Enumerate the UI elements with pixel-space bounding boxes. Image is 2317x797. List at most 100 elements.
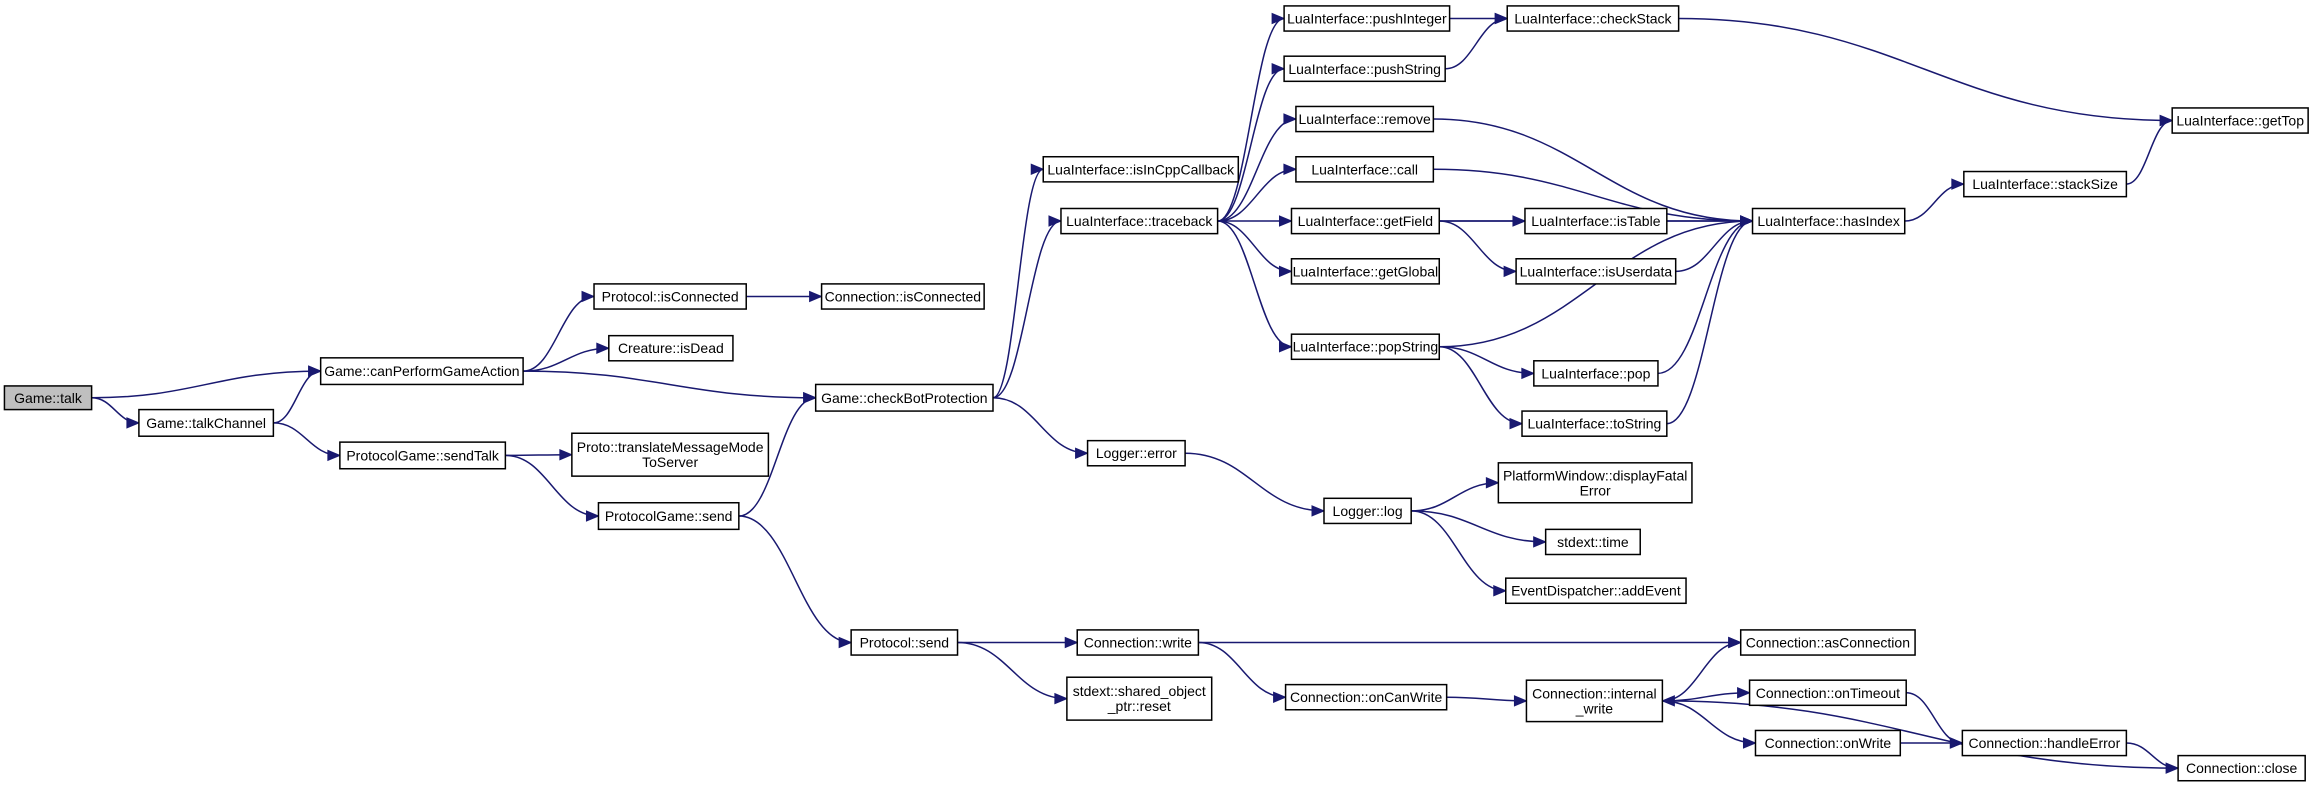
- node-logger-error[interactable]: Logger::error: [1086, 439, 1186, 467]
- node-box: [814, 383, 994, 412]
- node-pg-send[interactable]: ProtocolGame::send: [597, 501, 740, 531]
- node-remove[interactable]: LuaInterface::remove: [1295, 105, 1435, 133]
- edge-conn-write-to-on-can-write: [1198, 641, 1287, 703]
- node-box: [2177, 754, 2306, 782]
- node-on-can-write[interactable]: Connection::onCanWrite: [1284, 683, 1448, 711]
- node-talk-channel[interactable]: Game::talkChannel: [138, 408, 275, 437]
- node-label: LuaInterface::isTable: [1531, 213, 1660, 229]
- edge-traceback-to-pop-string: [1217, 220, 1293, 353]
- node-label: LuaInterface::getField: [1298, 213, 1433, 229]
- node-can-perform[interactable]: Game::canPerformGameAction: [319, 357, 524, 386]
- node-box: [1295, 155, 1435, 183]
- node-get-field[interactable]: LuaInterface::getField: [1290, 207, 1441, 235]
- edge-logger-log-to-add-event: [1411, 510, 1508, 597]
- node-is-dead[interactable]: Creature::isDead: [608, 334, 734, 362]
- node-shared-reset[interactable]: stdext::shared_object_ptr::reset: [1066, 676, 1213, 721]
- node-send-talk[interactable]: ProtocolGame::sendTalk: [339, 441, 507, 470]
- node-label: LuaInterface::remove: [1298, 111, 1431, 127]
- node-is-in-cpp[interactable]: LuaInterface::isInCppCallback: [1042, 155, 1240, 183]
- node-has-index[interactable]: LuaInterface::hasIndex: [1751, 207, 1906, 235]
- node-push-string[interactable]: LuaInterface::pushString: [1283, 55, 1446, 83]
- node-is-table[interactable]: LuaInterface::isTable: [1524, 207, 1668, 235]
- arrowhead-icon: [1075, 447, 1089, 459]
- node-on-timeout[interactable]: Connection::onTimeout: [1748, 679, 1907, 707]
- edge-check-stack-to-get-top: [1678, 17, 2174, 127]
- node-box: [1076, 629, 1200, 656]
- node-get-top[interactable]: LuaInterface::getTop: [2171, 107, 2309, 134]
- node-talk[interactable]: Game::talk: [3, 385, 93, 411]
- arrowhead-icon: [1271, 63, 1286, 75]
- node-proto-is-connected[interactable]: Protocol::isConnected: [593, 283, 747, 310]
- node-box: [1323, 497, 1412, 525]
- edge-line: [1657, 220, 1753, 375]
- node-on-write[interactable]: Connection::onWrite: [1754, 729, 1902, 757]
- node-box: [1505, 577, 1687, 605]
- node-pop-string[interactable]: LuaInterface::popString: [1290, 333, 1441, 361]
- arrowhead-icon: [803, 392, 817, 404]
- node-box: [319, 357, 524, 386]
- node-label: LuaInterface::getGlobal: [1293, 263, 1439, 279]
- edge-line: [1217, 220, 1292, 273]
- edge-line: [1411, 510, 1506, 592]
- node-internal-write[interactable]: Connection::internal_write: [1525, 679, 1664, 723]
- node-conn-close[interactable]: Connection::close: [2177, 754, 2306, 782]
- node-stack-size[interactable]: LuaInterface::stackSize: [1963, 170, 2128, 198]
- node-call[interactable]: LuaInterface::call: [1295, 155, 1435, 183]
- node-as-connection[interactable]: Connection::asConnection: [1739, 629, 1916, 656]
- node-box: [850, 629, 959, 656]
- node-pop[interactable]: LuaInterface::pop: [1533, 360, 1659, 387]
- edge-internal-write-to-as-connection: [1662, 636, 1743, 702]
- node-check-stack[interactable]: LuaInterface::checkStack: [1506, 5, 1680, 32]
- node-box: [1754, 729, 1902, 757]
- node-conn-write[interactable]: Connection::write: [1076, 629, 1200, 656]
- edge-line: [523, 370, 816, 399]
- edge-to-string-to-has-index: [1666, 215, 1754, 425]
- node-label: LuaInterface::isUserdata: [1520, 263, 1673, 279]
- arrowhead-icon: [1742, 737, 1757, 749]
- node-push-integer[interactable]: LuaInterface::pushInteger: [1283, 5, 1451, 32]
- edge-traceback-to-get-field: [1217, 215, 1293, 227]
- node-proto-send[interactable]: Protocol::send: [850, 629, 959, 656]
- arrowhead-icon: [1064, 636, 1079, 649]
- node-is-userdata[interactable]: LuaInterface::isUserdata: [1515, 258, 1677, 285]
- node-to-string[interactable]: LuaInterface::toString: [1521, 410, 1668, 437]
- node-add-event[interactable]: EventDispatcher::addEvent: [1505, 577, 1687, 605]
- arrowhead-icon: [1278, 340, 1293, 353]
- node-box: [820, 283, 985, 310]
- edge-line: [1662, 700, 1756, 744]
- node-check-bot[interactable]: Game::checkBotProtection: [814, 383, 994, 412]
- node-box: [1066, 676, 1213, 721]
- node-get-global[interactable]: LuaInterface::getGlobal: [1290, 258, 1441, 285]
- arrowhead-icon: [838, 636, 853, 649]
- edge-check-bot-to-logger-error: [992, 397, 1089, 459]
- node-logger-log[interactable]: Logger::log: [1323, 497, 1412, 525]
- node-box: [1515, 258, 1677, 285]
- node-box: [1525, 679, 1664, 723]
- node-label: Connection::internal: [1532, 685, 1657, 701]
- node-label: LuaInterface::popString: [1293, 339, 1439, 355]
- edge-line: [1411, 510, 1546, 543]
- arrowhead-icon: [126, 417, 141, 429]
- edge-line: [957, 641, 1067, 700]
- node-box: [597, 501, 740, 531]
- node-box: [1963, 170, 2128, 198]
- edge-conn-write-to-as-connection: [1198, 636, 1743, 649]
- node-handle-error[interactable]: Connection::handleError: [1961, 729, 2128, 757]
- node-conn-is-connected[interactable]: Connection::isConnected: [820, 283, 985, 310]
- arrowhead-icon: [1283, 163, 1298, 176]
- edge-proto-send-to-conn-write: [957, 636, 1079, 649]
- node-label: ProtocolGame::sendTalk: [346, 447, 500, 463]
- node-label: Game::canPerformGameAction: [324, 363, 519, 379]
- node-traceback[interactable]: LuaInterface::traceback: [1060, 207, 1219, 235]
- node-label: PlatformWindow::displayFatal: [1503, 467, 1687, 483]
- arrowhead-icon: [596, 342, 611, 354]
- node-label: LuaInterface::getTop: [2176, 113, 2304, 129]
- arrowhead-icon: [1512, 215, 1527, 227]
- node-label: _write: [1575, 700, 1614, 716]
- node-stdext-time[interactable]: stdext::time: [1544, 528, 1641, 556]
- node-label: ToServer: [642, 454, 698, 470]
- node-box: [138, 408, 275, 437]
